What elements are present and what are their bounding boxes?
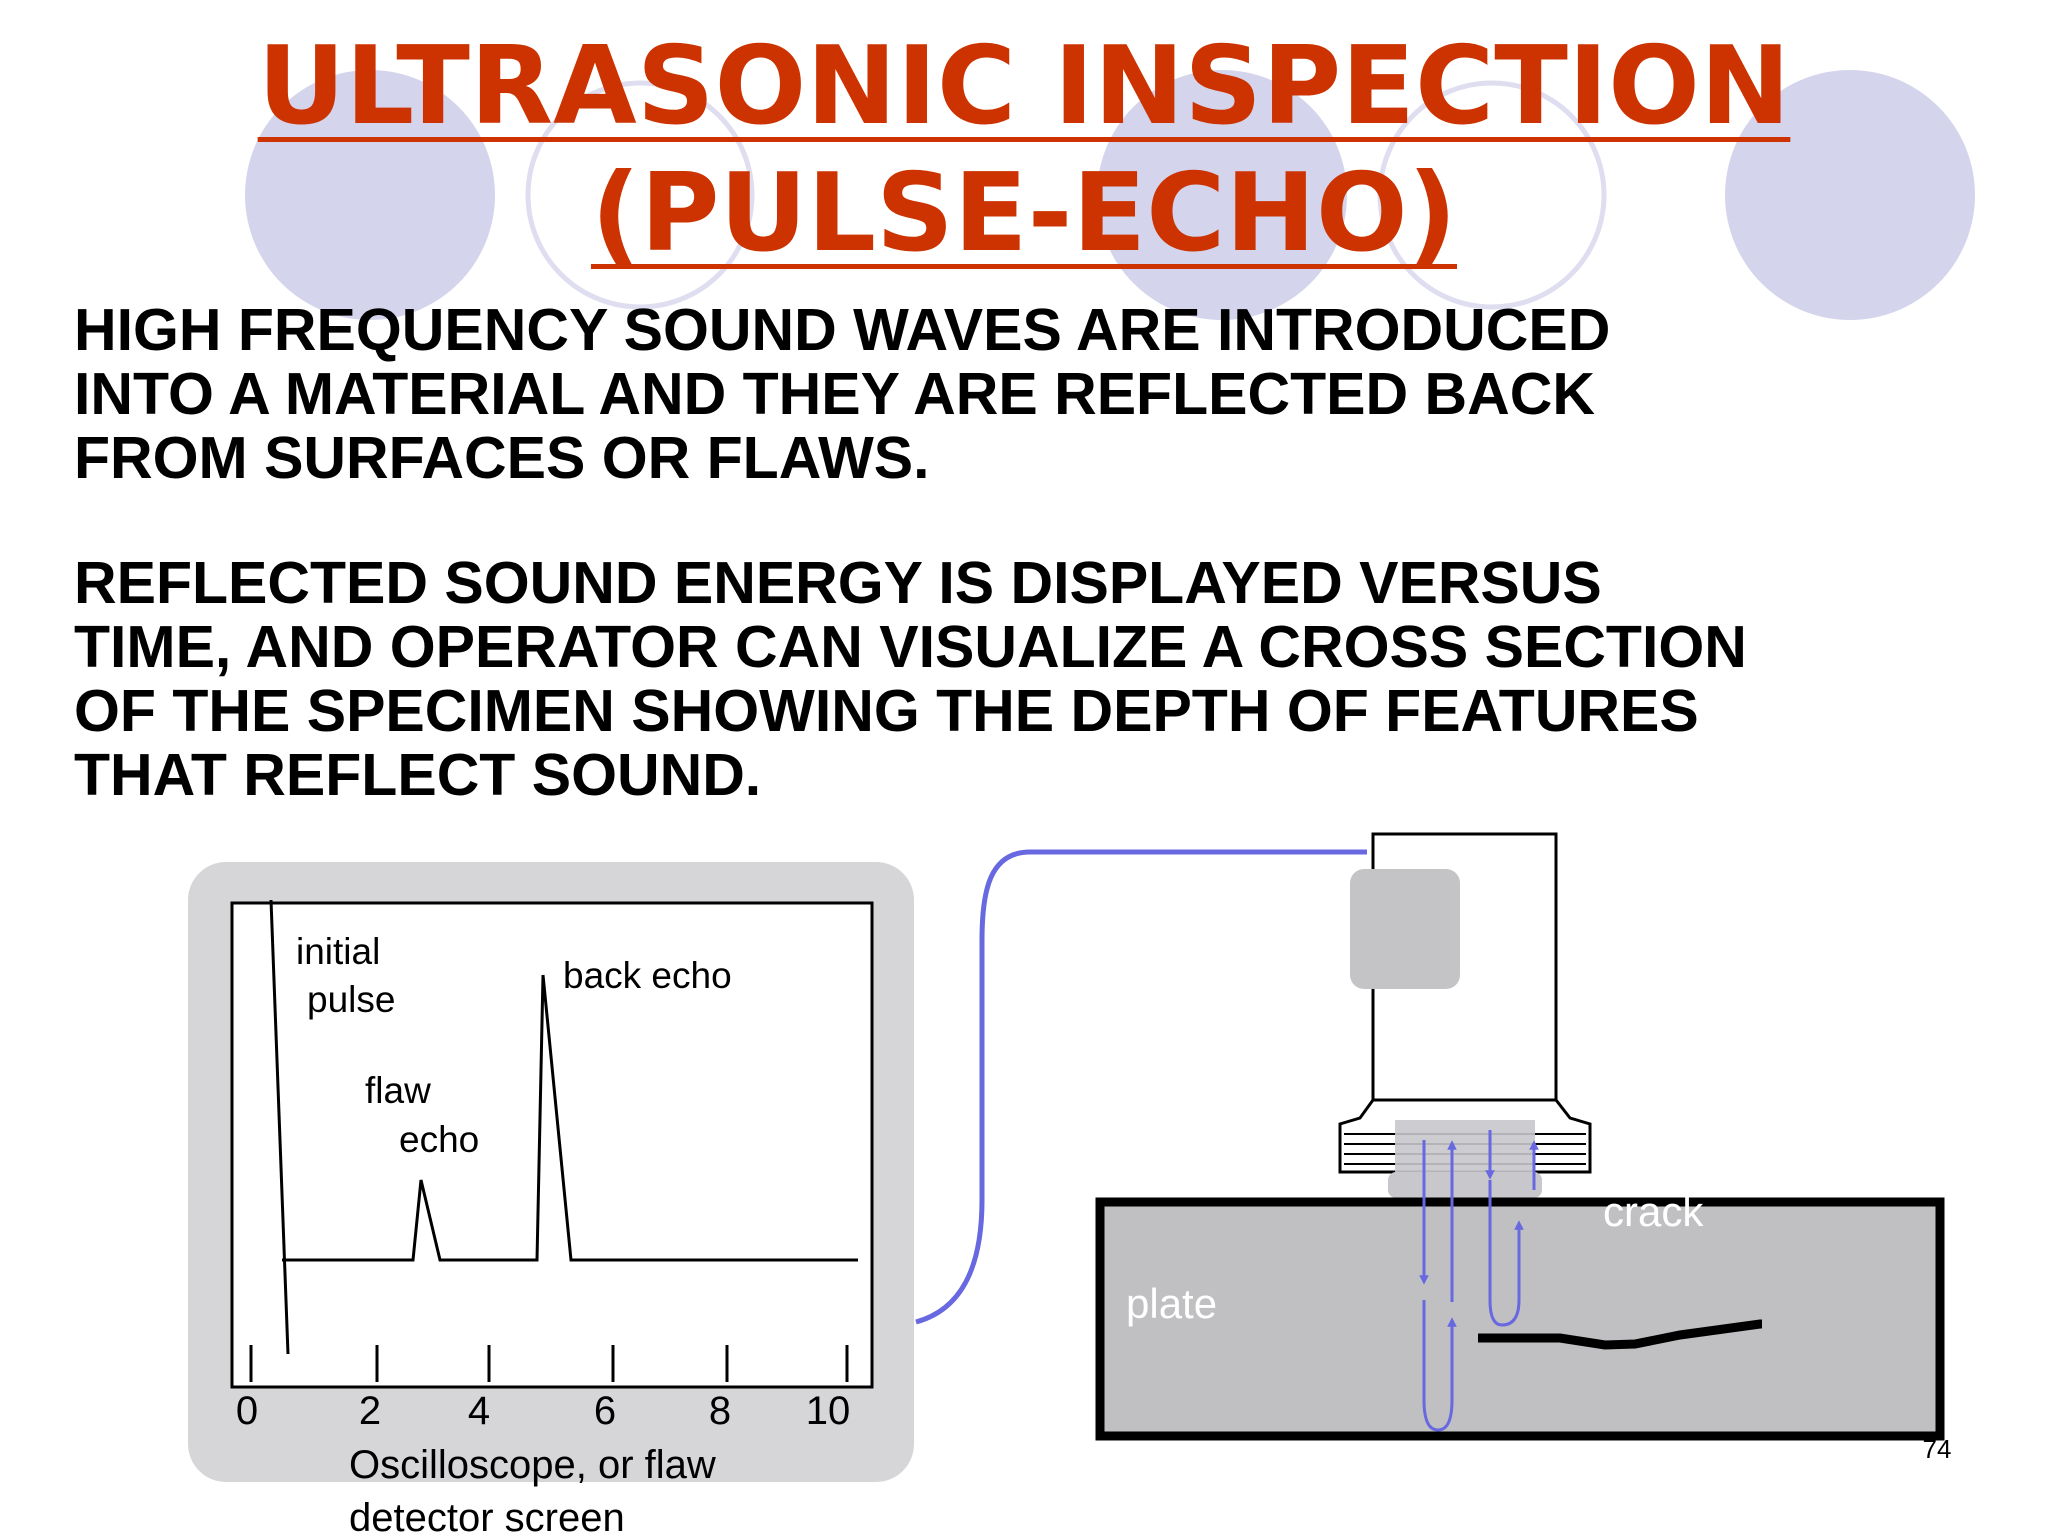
deco-circle-5 [1725, 70, 1975, 320]
tick-label-4: 4 [468, 1389, 490, 1433]
label-pulse: pulse [307, 979, 395, 1020]
title-text-2: (PULSE-ECHO) [590, 151, 1457, 276]
tick-label-6: 6 [594, 1389, 616, 1433]
tick-label-8: 8 [709, 1389, 731, 1433]
initial-pulse-trace [269, 899, 290, 1355]
oscilloscope-caption-line-2: detector screen [349, 1496, 625, 1536]
transducer-cable [915, 849, 1367, 1325]
oscilloscope-caption-line-1: Oscilloscope, or flaw [349, 1443, 716, 1487]
description-paragraph-1: HIGH FREQUENCY SOUND WAVES ARE INTRODUCE… [74, 297, 1611, 491]
slide-title-line-2: (PULSE-ECHO) [0, 160, 2048, 268]
crack-label: crack [1603, 1188, 1704, 1235]
label-flaw-echo: echo [399, 1119, 479, 1160]
tick-label-0: 0 [236, 1389, 258, 1433]
time-axis-ticks [249, 1345, 849, 1382]
title-text-1: ULTRASONIC INSPECTION [257, 24, 1791, 149]
deco-circle-2 [525, 80, 755, 310]
transducer-face [1388, 1172, 1542, 1198]
beam-path-flaw-return [1488, 1180, 1524, 1327]
beam-path-back-return [1422, 1300, 1457, 1432]
deco-circle-1 [245, 70, 495, 320]
waveform-trace [282, 974, 858, 1262]
time-axis-tick-labels: 0 2 4 6 8 10 [236, 1389, 850, 1433]
deco-circle-3 [1097, 70, 1347, 320]
slide-title-line-1: ULTRASONIC INSPECTION [0, 33, 2048, 141]
label-initial: initial [296, 931, 380, 972]
description-paragraph-2: REFLECTED SOUND ENERGY IS DISPLAYED VERS… [74, 550, 1747, 808]
tick-label-2: 2 [359, 1389, 381, 1433]
transducer-window [1350, 869, 1460, 989]
tick-label-10: 10 [806, 1389, 851, 1433]
crack [1478, 1319, 1762, 1350]
page-number: 74 [1923, 1434, 1952, 1464]
deco-circle-4 [1377, 80, 1607, 310]
oscilloscope-screen [230, 901, 874, 1389]
label-back-echo: back echo [563, 955, 732, 996]
label-flaw: flaw [365, 1070, 431, 1111]
ultrasonic-beam-paths [1419, 1130, 1539, 1432]
plate-label: plate [1126, 1280, 1217, 1327]
